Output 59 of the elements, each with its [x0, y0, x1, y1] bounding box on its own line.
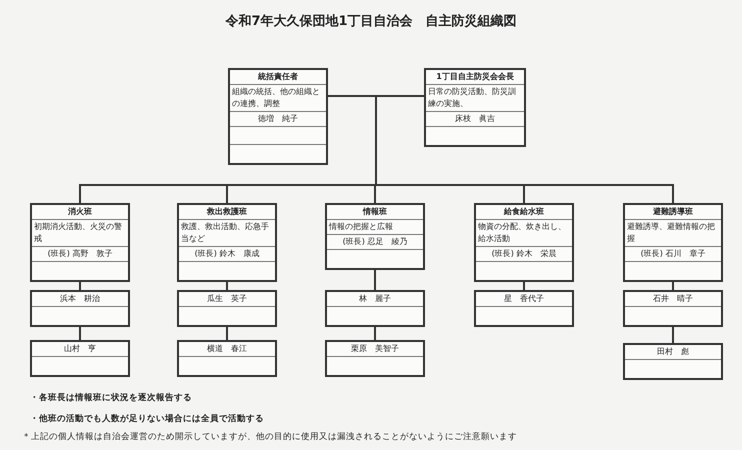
group-box — [177, 203, 277, 282]
connector-line — [672, 282, 674, 290]
connector-line — [672, 327, 674, 343]
member-name: 星 香代子 — [476, 292, 572, 307]
connector-line — [226, 327, 228, 340]
box-heading: 救出救護班 — [179, 205, 275, 220]
note-text: ＊上記の個人情報は自治会運営のため開示していますが、他の目的に使用又は漏洩されることがないようにご注意願います — [22, 431, 517, 443]
group-box — [30, 203, 130, 282]
member-name: (班長) 鈴木 康成 — [179, 247, 275, 262]
note-text: ・各班長は情報班に状況を逐次報告する — [30, 392, 192, 404]
group-box — [228, 68, 328, 165]
member-name: 山村 亨 — [32, 342, 128, 357]
duty-text: 日常の防災活動、防災訓練の実施、 — [426, 85, 524, 112]
connector-line — [374, 327, 376, 340]
member-box — [177, 340, 277, 377]
member-box — [623, 343, 723, 380]
member-name: 石井 晴子 — [625, 292, 721, 307]
member-name: (班長) 忍足 綾乃 — [327, 235, 423, 250]
member-name: (班長) 石川 章子 — [625, 247, 721, 262]
box-heading: 1丁目自主防災会会長 — [426, 70, 524, 85]
connector-line — [523, 282, 525, 290]
box-heading: 消火班 — [32, 205, 128, 220]
duty-text: 初期消火活動、火災の警戒 — [32, 220, 128, 247]
connector-line — [79, 327, 81, 340]
member-name: (班長) 鈴木 栄晨 — [476, 247, 572, 262]
connector-line — [79, 282, 81, 290]
member-name: 林 麗子 — [327, 292, 423, 307]
member-name: 田村 彪 — [625, 345, 721, 360]
member-name: 浜本 耕治 — [32, 292, 128, 307]
box-heading: 統括責任者 — [230, 70, 326, 85]
member-name: 栗原 美智子 — [327, 342, 423, 357]
box-heading: 給食給水班 — [476, 205, 572, 220]
note-text: ・他班の活動でも人数が足りない場合には全員で活動する — [30, 413, 264, 425]
duty-text: 避難誘導、避難情報の把握 — [625, 220, 721, 247]
member-box — [474, 290, 574, 327]
member-name: 横道 春江 — [179, 342, 275, 357]
duty-text: 物資の分配、炊き出し、給水活動 — [476, 220, 572, 247]
member-box — [30, 340, 130, 377]
group-box — [623, 203, 723, 282]
member-box — [30, 290, 130, 327]
group-box — [424, 68, 526, 147]
member-name: (班長) 高野 敦子 — [32, 247, 128, 262]
group-box — [474, 203, 574, 282]
duty-text: 救護、救出活動、応急手当など — [179, 220, 275, 247]
member-name: 床枝 眞吉 — [426, 112, 524, 127]
member-box — [325, 290, 425, 327]
member-box — [325, 340, 425, 377]
member-box — [177, 290, 277, 327]
member-name: 瓜生 英子 — [179, 292, 275, 307]
diagram-title: 令和7年大久保団地1丁目自治会 自主防災組織図 — [224, 12, 518, 30]
connector-line — [226, 282, 228, 290]
box-heading: 避難誘導班 — [625, 205, 721, 220]
group-box — [325, 203, 425, 270]
member-name: 徳増 純子 — [230, 112, 326, 127]
duty-text: 組織の統括、他の組織との連携、調整 — [230, 85, 326, 112]
member-box — [623, 290, 723, 327]
box-heading: 情報班 — [327, 205, 423, 220]
connector-line — [374, 270, 376, 290]
duty-text: 情報の把握と広報 — [327, 220, 423, 235]
